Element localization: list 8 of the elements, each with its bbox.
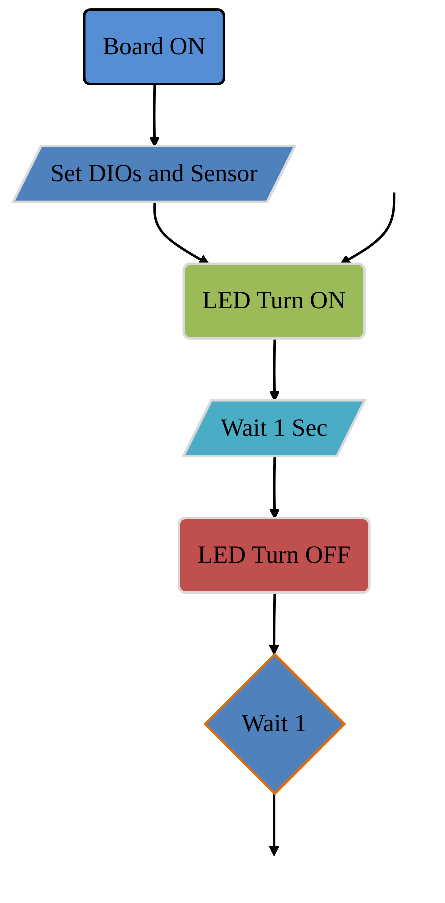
arrow [154,202,210,266]
arrow [340,192,396,266]
arrow [149,84,160,148]
arrow [268,593,280,656]
arrow [269,339,280,402]
node-diamond: Wait 1 [204,652,346,796]
arrow [268,794,280,856]
arrow [269,456,280,520]
